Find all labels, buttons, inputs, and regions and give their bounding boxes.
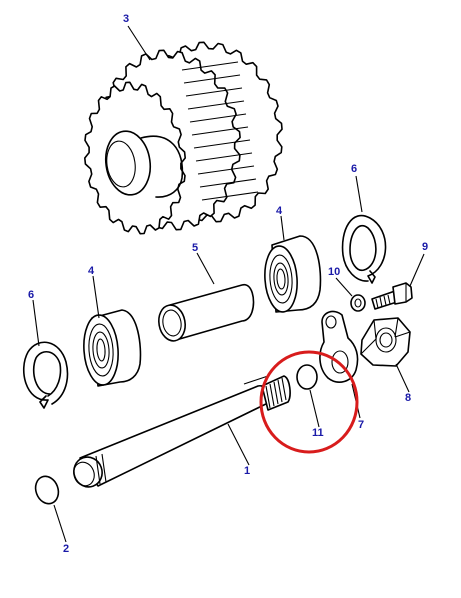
callout-9: 9 — [422, 241, 428, 253]
callout-labels: 3 6 9 4 5 10 4 6 8 7 11 1 2 — [28, 13, 428, 555]
callout-1: 1 — [244, 465, 250, 477]
callout-6-right: 6 — [351, 163, 357, 175]
callout-2: 2 — [63, 543, 69, 555]
callout-6-left: 6 — [28, 289, 34, 301]
leader-lines — [32, 25, 425, 543]
callout-11: 11 — [312, 427, 324, 439]
highlight-circle — [259, 350, 359, 454]
washer — [350, 294, 366, 312]
callout-3: 3 — [123, 13, 129, 25]
circlip-right — [341, 214, 387, 284]
callout-4-upper: 4 — [276, 205, 283, 217]
callout-8: 8 — [405, 392, 411, 404]
nut — [360, 317, 411, 367]
end-cap — [34, 475, 60, 505]
gear-cluster — [84, 41, 283, 235]
plug — [296, 364, 318, 390]
bearing-upper — [264, 235, 322, 313]
shaft — [73, 375, 291, 488]
callout-4-lower: 4 — [88, 265, 95, 277]
callout-5: 5 — [192, 242, 198, 254]
bolt — [371, 282, 413, 310]
circlip-left — [23, 341, 69, 409]
callout-7: 7 — [358, 419, 364, 431]
callout-10: 10 — [328, 266, 340, 278]
bracket-plate — [319, 310, 359, 383]
sleeve-spacer — [158, 284, 255, 342]
bearing-lower — [83, 309, 142, 387]
